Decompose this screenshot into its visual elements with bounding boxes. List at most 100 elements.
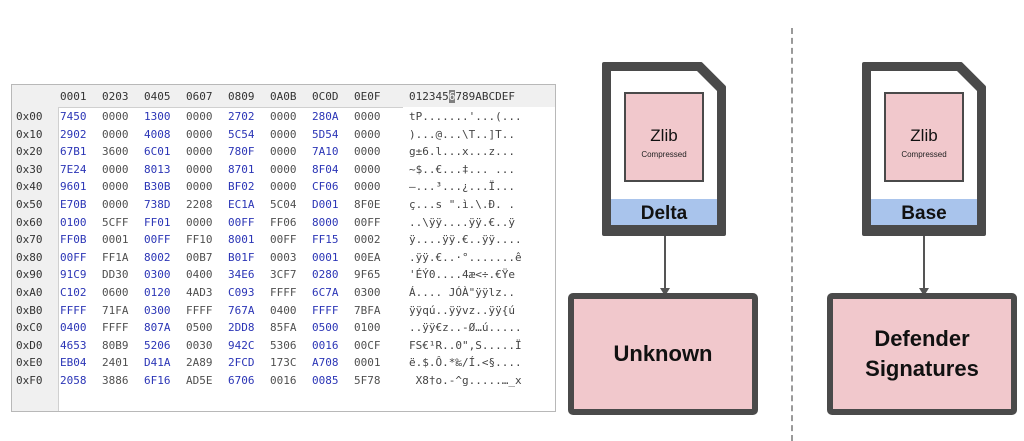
hex-word: 8000 [312, 215, 339, 229]
base-file-label: Base [901, 203, 946, 224]
hex-word: 00FF [60, 250, 87, 264]
hex-col-header: 0405 [144, 90, 171, 103]
hex-word: 8701 [228, 162, 255, 176]
hex-word: FF01 [144, 215, 171, 229]
hex-word: 0000 [102, 180, 129, 194]
hex-word: B30B [144, 180, 171, 194]
hex-word: 5306 [270, 338, 297, 352]
hex-word: 5206 [144, 338, 171, 352]
hex-word: 0000 [186, 127, 213, 141]
hex-row-ascii: 'ÉÝ0....4æ<÷.€Ÿe [409, 268, 515, 282]
delta-zlib-label: Zlib [650, 126, 677, 145]
hex-word: 0001 [102, 233, 129, 247]
hex-word: 0000 [270, 162, 297, 176]
hex-word: C102 [60, 286, 87, 299]
hex-word: 3CF7 [270, 268, 297, 282]
hex-row-ascii: .ÿÿ.€..·°.......ê [409, 250, 522, 264]
base-zlib-label: Zlib [910, 126, 937, 145]
hex-word: 0000 [354, 145, 381, 159]
delta-file-icon: Zlib Compressed Delta [602, 62, 726, 236]
hex-word: 0000 [270, 110, 297, 123]
hex-word: FFFF [60, 303, 87, 317]
hex-word: 00FF [228, 215, 255, 229]
hex-word: 80B9 [102, 338, 129, 352]
hex-word: 00CF [354, 338, 381, 352]
hex-col-header: 0607 [186, 90, 213, 103]
hex-word: FF15 [312, 233, 339, 247]
hex-word: 0000 [354, 110, 381, 123]
hex-word: 4AD3 [186, 286, 213, 299]
hex-row-offset: 0xB0 [16, 303, 43, 317]
hex-row-offset: 0x20 [16, 145, 43, 159]
hex-word: EC1A [228, 198, 255, 211]
hex-row-ascii: )...@...\T..]T.. [409, 127, 515, 141]
hex-word: 9F65 [354, 268, 381, 282]
hex-word: 85FA [270, 321, 297, 335]
hex-word: 0300 [354, 286, 381, 299]
hex-word: 0400 [60, 321, 87, 335]
hex-row-offset: 0xD0 [16, 338, 43, 352]
hex-word: 8013 [144, 162, 171, 176]
hex-row-offset: 0x70 [16, 233, 43, 247]
hex-word: FF06 [270, 215, 297, 229]
hex-word: 0001 [312, 250, 339, 264]
delta-arrow [660, 236, 670, 296]
hex-row-offset: 0x90 [16, 268, 43, 282]
hex-word: 0100 [60, 215, 87, 229]
hex-word: 780F [228, 145, 255, 159]
hex-word: 0100 [354, 321, 381, 335]
hex-col-header: 0203 [102, 90, 129, 103]
hex-word: 0001 [354, 356, 381, 370]
hex-word: 2058 [60, 374, 87, 387]
base-zlib-block [884, 92, 964, 182]
hex-word: 0400 [186, 268, 213, 282]
hex-word: 0000 [270, 127, 297, 141]
hex-word: 1300 [144, 110, 171, 123]
hex-word: 7450 [60, 110, 87, 123]
hex-word: 0000 [102, 162, 129, 176]
hex-word: 8F0E [354, 198, 381, 211]
offset-column [12, 107, 59, 411]
hex-word: D001 [312, 198, 339, 211]
hex-word: 5D54 [312, 127, 339, 141]
hex-word: 0000 [354, 162, 381, 176]
hex-word: 2902 [60, 127, 87, 141]
hex-col-header: 0C0D [312, 90, 339, 103]
unknown-label: Unknown [613, 341, 713, 366]
hex-word: A708 [312, 356, 339, 370]
base-file-icon: Zlib Compressed Base [862, 62, 986, 236]
hex-word: 0300 [144, 303, 171, 317]
hex-word: 9601 [60, 180, 87, 194]
hex-word: 7A10 [312, 145, 339, 159]
hex-word: DD30 [102, 268, 129, 282]
hex-row-ascii: FS€¹R..0",S.....Ï [409, 338, 522, 352]
hex-word: 67B1 [60, 145, 87, 159]
hex-word: D41A [144, 356, 171, 370]
hex-col-header: 0001 [60, 90, 87, 103]
hex-word: 00FF [270, 233, 297, 247]
hex-word: E70B [60, 198, 87, 211]
hex-word: 5C04 [270, 198, 297, 211]
hex-row-offset: 0x40 [16, 180, 43, 194]
hex-word: 7E24 [60, 162, 87, 176]
hex-row-offset: 0x10 [16, 127, 43, 141]
hex-word: FF10 [186, 233, 213, 247]
hex-word: 0300 [144, 268, 171, 282]
defender-label-line2: Signatures [865, 356, 979, 381]
hex-word: 0000 [186, 180, 213, 194]
hex-word: 0000 [186, 215, 213, 229]
hex-word: 0000 [102, 198, 129, 211]
hex-word: 6C01 [144, 145, 171, 159]
hex-row-offset: 0x50 [16, 198, 43, 211]
unknown-box: Unknown [568, 293, 758, 415]
